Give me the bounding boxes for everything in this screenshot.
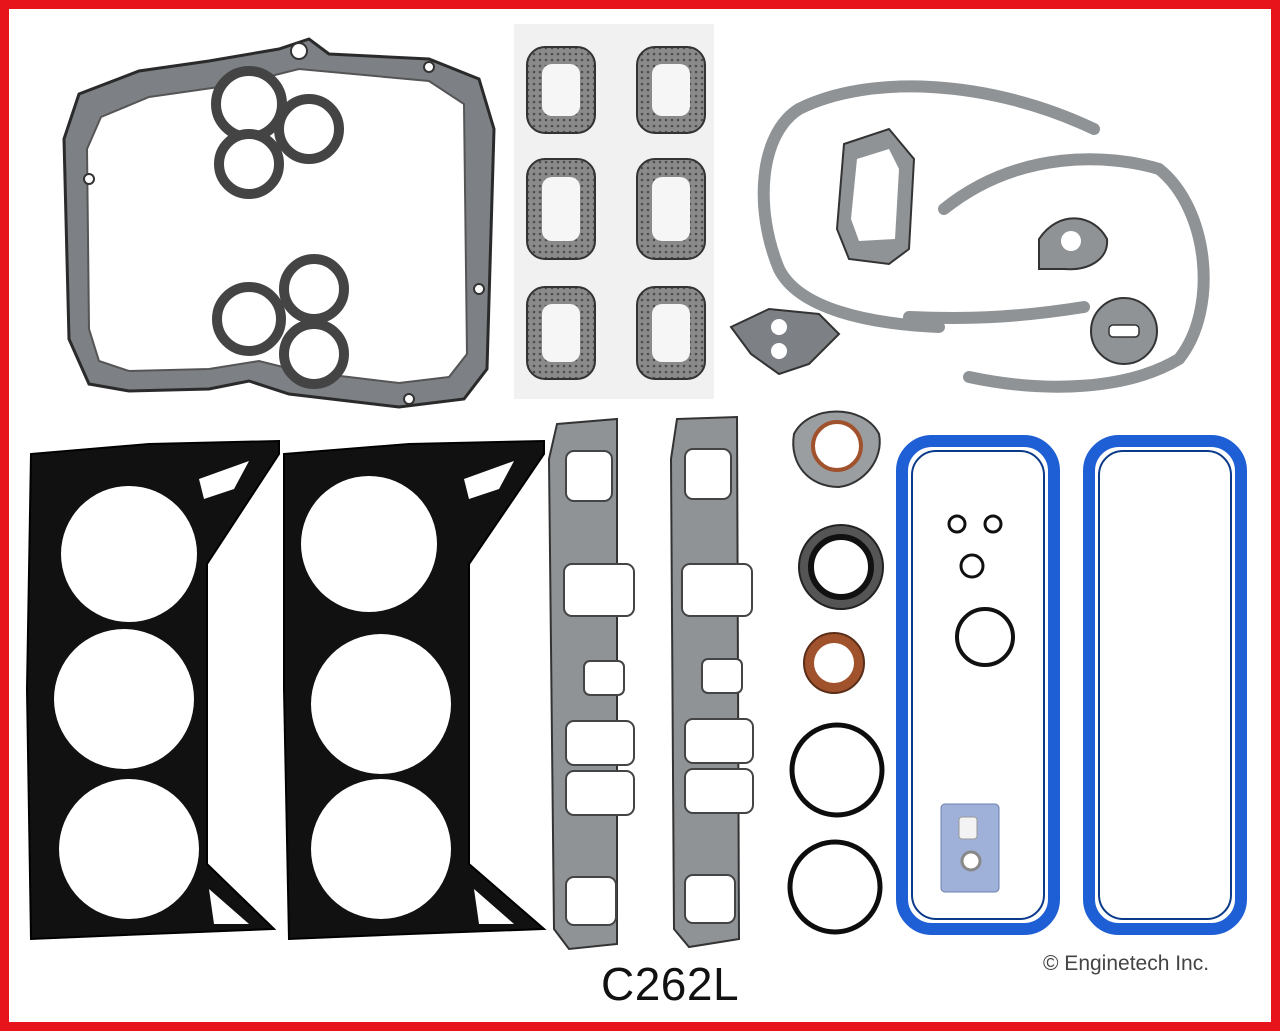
valve-cover-gasket-right [1083,435,1247,935]
distributor-gasket [1090,297,1158,365]
cylinder-head-gasket-right [283,439,547,941]
timing-cover-gaskets [757,80,1210,393]
copyright-label: © Enginetech Inc. [1043,952,1210,975]
cylinder-head-gasket-left [25,439,280,941]
intake-manifold-gasket-right [669,415,754,949]
valve-cover-gasket-left [896,435,1060,935]
copper-washer-seal [803,632,865,694]
egr-valve-gasket [729,307,841,376]
part-number-label: C262L [601,958,740,1010]
timing-cover-seal [798,524,884,610]
intake-plenum-gasket [62,37,496,409]
o-ring-large-upper [789,722,885,818]
exhaust-manifold-gaskets [514,24,714,399]
intake-manifold-gasket-left [547,417,635,951]
fuel-pump-gasket [1038,217,1109,271]
o-ring-large-lower [787,839,883,935]
thermostat-gasket [792,410,881,489]
gasket-set-photo [25,24,1247,951]
water-pump-gasket [835,127,916,266]
